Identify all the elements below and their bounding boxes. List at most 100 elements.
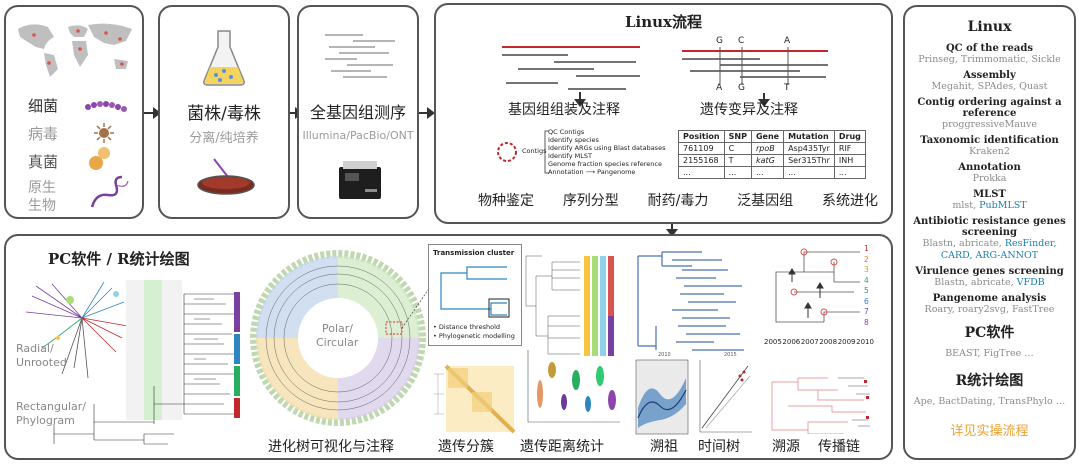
table-cell: 2155168	[678, 154, 725, 167]
chain-node-2: 2	[864, 254, 869, 264]
table-cell: katG	[750, 154, 785, 167]
radial-label-1: Radial/	[16, 342, 54, 355]
tools-footer-link[interactable]: 详见实操流程	[950, 424, 1029, 439]
tool-section-tools: Blastn, abricate, ResFinder,CARD, ARG-AN…	[905, 238, 1074, 262]
fungi-label: 真菌	[28, 153, 59, 171]
tool-link[interactable]: CARD, ARG-ANNOT	[940, 250, 1039, 261]
tool-line: proggressiveMauve	[905, 119, 1074, 131]
caption-tree-visualization: 进化树可视化与注释	[268, 439, 394, 455]
caption-ancestry: 溯祖	[650, 439, 678, 455]
year-label: 2006	[782, 338, 801, 346]
world-map-icon	[18, 23, 132, 77]
table-header-mutation: Mutation	[783, 130, 835, 143]
strain-subtitle: 分离/纯培养	[189, 131, 259, 146]
time-tree-figure	[637, 251, 744, 351]
pipeline-step-6: Annotation	[548, 168, 584, 176]
polar-label-1: Polar/	[322, 322, 353, 335]
application-typing: 序列分型	[562, 193, 619, 209]
tool-line: Prinseg, Trimmomatic, Sickle	[905, 54, 1074, 66]
table-cell: ...	[723, 166, 752, 179]
transmission-cluster-title: Transmission cluster	[433, 249, 515, 257]
table-cell: 761109	[678, 142, 725, 155]
annotated-tree-heatmap	[525, 255, 614, 356]
chain-node-labels: 1 2 3 4 5 6 7 8	[864, 244, 869, 328]
tool-section-tools: mlst, PubMLST	[905, 200, 1074, 212]
bullet-phylo: • Phylogenetic modelling	[433, 332, 515, 340]
tools-pc-list: BEAST, FigTree …	[945, 348, 1034, 359]
bullet-distance: • Distance threshold	[433, 323, 501, 331]
pipeline-step-3: Identify ARGs using Blast databases	[548, 144, 666, 152]
tool-link[interactable]: PubMLST	[979, 200, 1027, 211]
chain-node-8: 8	[864, 317, 869, 327]
pipeline-step-5: Genome fraction species reference	[548, 160, 662, 168]
down-arrow	[666, 224, 678, 237]
table-header-gene: Gene	[750, 130, 785, 143]
chain-node-4: 4	[864, 275, 869, 285]
tool-text: Blastn, abricate,	[922, 238, 1005, 249]
virus-label: 病毒	[28, 125, 59, 143]
sequencing-title: 全基因组测序	[309, 103, 406, 122]
caption-transmission-chain: 传播链	[818, 439, 860, 455]
rect-label-1: Rectangular/	[16, 400, 86, 413]
transmission-chain-figure	[775, 248, 860, 323]
pangenome-arrow-icon: ⟶	[585, 168, 596, 176]
pipeline-steps: QC Contigs Identify species Identify ARG…	[548, 128, 665, 176]
application-pangenome: 泛基因组	[737, 193, 794, 209]
zoom-connector	[402, 289, 429, 329]
caption-genetic-distance: 遗传距离统计	[520, 439, 604, 455]
variant-alignment-diagram	[682, 47, 828, 85]
timetree-year-2010: 2010	[658, 352, 671, 358]
application-species-id: 物种鉴定	[478, 193, 534, 209]
year-label: 2005	[764, 338, 782, 346]
tool-text: Prinseg, Trimmomatic, Sickle	[918, 54, 1061, 65]
tools-r-title: R统计绘图	[955, 373, 1024, 389]
alignment-letter-top-3: A	[784, 36, 791, 46]
tool-section-heading: Annotation	[958, 162, 1021, 173]
table-cell: INH	[833, 154, 866, 167]
pipeline-step-4: Identify MLST	[548, 152, 592, 160]
timetree-year-2015: 2015	[724, 352, 737, 358]
bacteria-icon	[85, 101, 127, 112]
tool-line: CARD, ARG-ANNOT	[905, 250, 1074, 262]
flow-arrow-2	[290, 107, 303, 119]
tool-line: Megahit, SPAdes, Quast	[905, 81, 1074, 93]
transmission-cluster-box: Transmission cluster • Distance threshol…	[428, 244, 522, 346]
fungi-icon	[89, 147, 110, 170]
tool-section-heading: Pangenome analysis	[932, 293, 1047, 304]
sequencing-platforms: Illumina/PacBio/ONT	[302, 129, 414, 142]
strain-panel: 菌株/毒株 分离/纯培养	[158, 5, 290, 219]
table-header-position: Position	[678, 130, 725, 143]
tool-section-heading: Contig ordering against a reference	[917, 97, 1062, 119]
polar-label-2: Circular	[316, 336, 359, 349]
variant-arrow	[758, 93, 770, 107]
caption-source-tracing: 溯源	[772, 439, 800, 455]
tool-section-tools: Blastn, abricate, VFDB	[905, 277, 1074, 289]
bacteria-label: 细菌	[28, 97, 59, 115]
table-cell: ...	[750, 166, 785, 179]
linux-pipeline-title: Linux流程	[625, 13, 702, 31]
caption-genetic-cluster: 遗传分簇	[438, 439, 494, 455]
flask-icon	[203, 30, 245, 86]
cluster-heatmap	[434, 364, 516, 434]
variant-title: 遗传变异及注释	[700, 102, 798, 118]
contigs-label: Contigs	[522, 147, 547, 155]
flow-arrow-3	[419, 107, 435, 119]
tools-r-list: Ape, BactDating, TransPhylo …	[913, 396, 1066, 407]
pc-r-title: PC软件 / R统计绘图	[48, 250, 190, 268]
circular-tree-figure	[250, 250, 426, 426]
application-list: 物种鉴定 序列分型 耐药/毒力 泛基因组 系统进化	[478, 190, 878, 210]
cluster-tree-icon	[440, 266, 510, 318]
bullet-distance-text: Distance threshold	[438, 323, 501, 331]
tool-line: Roary, roary2svg, FastTree	[905, 304, 1074, 316]
chain-year-axis: 2005 2006 2007 2008 2009 2010	[764, 338, 874, 346]
tool-section-heading: Assembly	[963, 70, 1016, 81]
tool-text: mlst,	[952, 200, 980, 211]
protist-label-1: 原生	[28, 180, 56, 196]
chain-node-5: 5	[864, 286, 869, 295]
tool-link[interactable]: VFDB	[1016, 277, 1045, 288]
tool-section-heading: Taxonomic identification	[920, 135, 1059, 146]
tool-section-tools: proggressiveMauve	[905, 119, 1074, 131]
alignment-letter-top-2: C	[738, 36, 745, 46]
tool-link[interactable]: ResFinder,	[1004, 238, 1057, 249]
table-cell: ...	[783, 166, 835, 179]
